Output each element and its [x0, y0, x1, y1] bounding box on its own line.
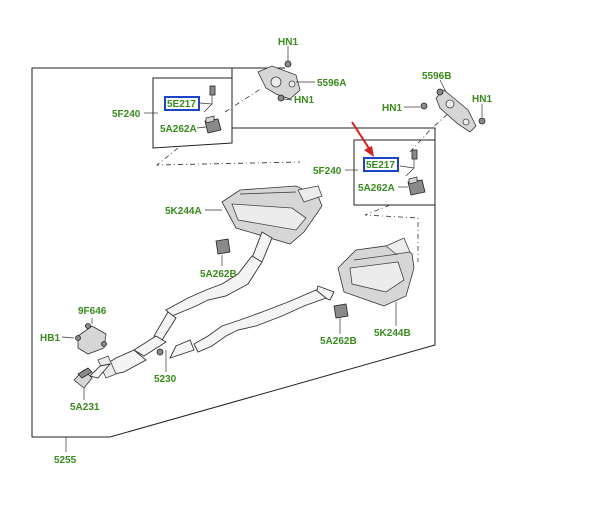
label-5e217-left: 5E217: [167, 99, 196, 110]
label-hn1-right: HN1: [472, 94, 492, 105]
label-5e217-right: 5E217: [366, 160, 395, 171]
label-5230: 5230: [154, 374, 177, 385]
label-5f240-right: 5F240: [313, 166, 342, 177]
label-5596b: 5596B: [422, 71, 451, 82]
label-hb1: HB1: [40, 333, 60, 344]
label-5255: 5255: [54, 455, 77, 466]
highlight-box-5e217-left: [164, 96, 200, 111]
label-5a231: 5A231: [70, 402, 100, 413]
sensor-5e217-left: [199, 85, 216, 113]
label-5596a: 5596A: [317, 78, 346, 89]
hanger-isolator-5a262a-right: [407, 176, 426, 196]
sensor-5e217-right: [399, 149, 418, 177]
dash-line-right-bracket: [409, 111, 451, 153]
dash-line-right-callout: [364, 204, 419, 262]
muffler-5k244b: [315, 237, 415, 307]
bracket-5596a: [257, 52, 301, 102]
clamp-5a231: [73, 367, 93, 389]
leader-5a262a-left: [196, 126, 207, 129]
dash-line-left-callout: [155, 147, 301, 166]
label-5k244a: 5K244A: [165, 206, 202, 217]
label-hn1-left: HN1: [382, 103, 402, 114]
label-5a262a-left: 5A262A: [160, 124, 197, 135]
front-pipe-5230: [89, 311, 195, 379]
bracket-5596b: [420, 88, 486, 133]
hanger-isolator-5a262b-right: [333, 303, 349, 319]
label-5f240-left: 5F240: [112, 109, 141, 120]
leader-hn1-mid: [283, 98, 293, 101]
label-5k244b: 5K244B: [374, 328, 411, 339]
muffler-5k244a: [221, 185, 323, 263]
heat-shield-9f646: [75, 323, 107, 355]
callout-box-right: [353, 139, 436, 206]
label-5a262b-right: 5A262B: [320, 336, 357, 347]
label-hn1-top: HN1: [278, 37, 298, 48]
pipe-right-branch: [193, 289, 327, 353]
dash-line-top-bracket: [224, 87, 263, 113]
label-5a262a-right: 5A262A: [358, 183, 395, 194]
assembly-frame: [31, 67, 436, 438]
label-hn1-mid: HN1: [294, 95, 314, 106]
leader-5596b: [439, 79, 447, 93]
callout-box-left: [152, 77, 233, 149]
hanger-isolator-5a262b-left: [215, 238, 231, 255]
pipe-left-branch: [165, 255, 263, 317]
hanger-isolator-5a262a-left: [204, 115, 222, 134]
highlight-box-5e217-right: [363, 157, 399, 172]
red-indicator-arrow: [351, 121, 374, 157]
leader-hb1: [61, 336, 75, 339]
label-5a262b-left: 5A262B: [200, 269, 237, 280]
label-9f646: 9F646: [78, 306, 107, 317]
